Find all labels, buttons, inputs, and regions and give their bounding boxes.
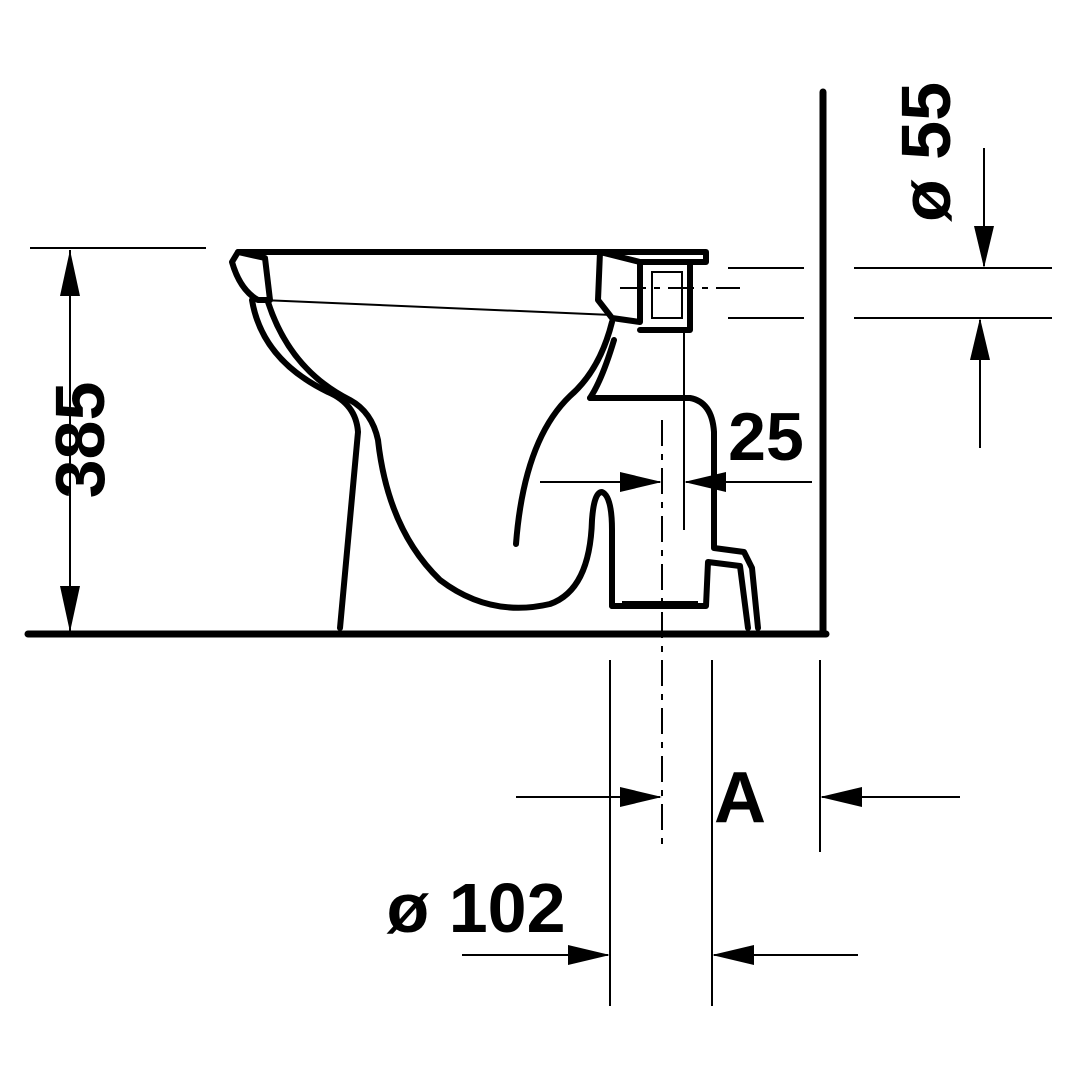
inlet-arrow-down bbox=[974, 226, 994, 268]
height-dimension: 385 bbox=[30, 247, 206, 632]
outlet-lower-channel bbox=[587, 337, 617, 401]
distance-label: A bbox=[714, 758, 766, 838]
distance-a-dimension: A bbox=[516, 660, 960, 852]
bowl-slant-line bbox=[261, 299, 613, 316]
outlet-diameter-dimension: ø 102 bbox=[387, 660, 858, 1006]
offset-arrow-right bbox=[620, 472, 662, 492]
inlet-diameter-dimension: ø 55 bbox=[728, 82, 1052, 448]
outlet-arrow-left bbox=[712, 945, 754, 965]
a-arrow-left bbox=[820, 787, 862, 807]
height-arrow-down bbox=[60, 586, 80, 632]
offset-label: 25 bbox=[728, 399, 804, 475]
inlet-diameter-label: ø 55 bbox=[887, 82, 965, 222]
bowl-outer-front bbox=[249, 297, 361, 631]
offset-arrow-left bbox=[684, 472, 726, 492]
inlet-connector-inner bbox=[651, 271, 683, 319]
outlet-pipe-stub bbox=[609, 559, 751, 631]
outlet-upper-channel bbox=[587, 395, 761, 631]
toilet-body bbox=[229, 249, 761, 631]
inlet-connector bbox=[637, 259, 693, 333]
offset-dimension: 25 bbox=[540, 399, 812, 492]
height-arrow-up bbox=[60, 250, 80, 296]
rim-top bbox=[235, 249, 709, 265]
bowl-inner-front bbox=[265, 299, 615, 611]
outlet-arrow-right bbox=[568, 945, 610, 965]
rim-rear bbox=[595, 249, 643, 325]
siphon-back-curve bbox=[513, 319, 615, 547]
height-label: 385 bbox=[41, 382, 119, 499]
floor-and-wall bbox=[24, 88, 830, 638]
rim-front bbox=[229, 249, 273, 303]
inlet-arrow-up bbox=[970, 318, 990, 360]
outlet-diameter-label: ø 102 bbox=[387, 869, 566, 947]
centerlines bbox=[620, 287, 740, 850]
a-arrow-right bbox=[620, 787, 662, 807]
